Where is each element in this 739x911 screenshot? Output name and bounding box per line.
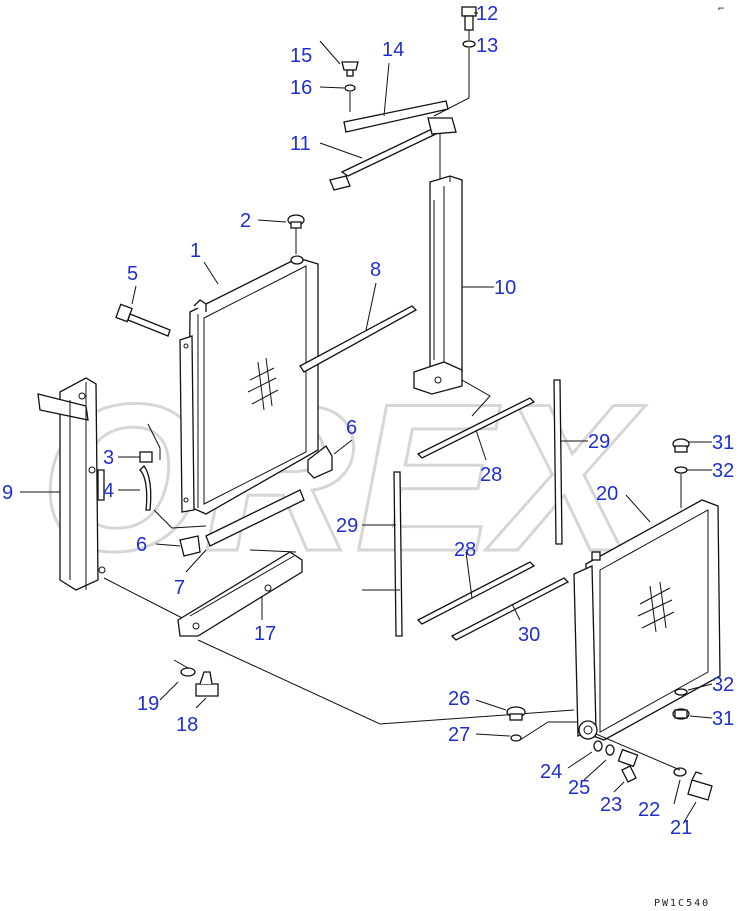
- callout-28-upper: 28: [480, 464, 502, 486]
- callout-11: 11: [290, 133, 311, 155]
- callout-25: 25: [568, 777, 590, 799]
- callout-32-top: 32: [712, 460, 734, 482]
- callout-12: 12: [476, 3, 498, 25]
- callout-16: 16: [290, 77, 312, 99]
- hose-4: [139, 465, 152, 511]
- bolt-21: [687, 771, 713, 801]
- callout-30: 30: [518, 624, 540, 646]
- callout-4: 4: [103, 480, 114, 502]
- clip-3: [139, 451, 153, 463]
- bolt-12: [461, 6, 477, 31]
- callout-7: 7: [174, 577, 185, 599]
- callout-18: 18: [176, 714, 198, 736]
- seal-8: [299, 305, 418, 373]
- plug-31-bottom: [672, 708, 690, 720]
- seal-30: [450, 577, 570, 641]
- radiator-1: [179, 255, 319, 515]
- seal-29-right: [553, 379, 563, 545]
- callout-6-upper: 6: [346, 417, 357, 439]
- o-ring-25: [605, 744, 615, 756]
- oil-cooler-20: [573, 499, 721, 741]
- callout-2: 2: [240, 210, 251, 232]
- o-ring-32-top: [674, 466, 688, 474]
- callout-28-lower: 28: [454, 539, 476, 561]
- support-10: [413, 175, 463, 395]
- bolt-5: [115, 303, 171, 337]
- o-ring-32-bottom: [674, 688, 688, 696]
- callout-26: 26: [448, 688, 470, 710]
- seal-6-upper: [307, 445, 333, 479]
- callout-17: 17: [254, 623, 276, 645]
- watermark-text: OREX: [40, 360, 646, 595]
- seal-29-left: [393, 471, 403, 637]
- callout-29-right: 29: [588, 431, 610, 453]
- o-ring-24: [593, 740, 603, 752]
- o-ring-27: [510, 734, 522, 742]
- callout-19: 19: [137, 693, 159, 715]
- callout-27: 27: [448, 724, 470, 746]
- plug-31-top: [672, 438, 690, 453]
- callout-22: 22: [638, 799, 660, 821]
- callout-10: 10: [494, 277, 516, 299]
- callout-9: 9: [2, 482, 13, 504]
- callout-3: 3: [103, 447, 114, 469]
- callout-14: 14: [382, 39, 404, 61]
- bracket-17: [177, 551, 303, 637]
- seal-7: [205, 489, 305, 547]
- bracket-11: [329, 117, 457, 191]
- callout-21: 21: [670, 817, 692, 839]
- callout-8: 8: [370, 259, 381, 281]
- callout-13: 13: [476, 35, 498, 57]
- callout-1: 1: [190, 240, 201, 262]
- callout-24: 24: [540, 761, 562, 783]
- elbow-23: [617, 748, 639, 783]
- callout-29-left: 29: [336, 515, 358, 537]
- stay-9: [37, 377, 106, 591]
- radiator-cap-2: [287, 214, 305, 229]
- callout-31-top: 31: [712, 432, 734, 454]
- plug-26: [506, 706, 526, 721]
- callout-31-bottom: 31: [712, 708, 734, 730]
- washer-13: [462, 40, 476, 48]
- callout-6-lower: 6: [136, 534, 147, 556]
- seal-28-lower: [416, 561, 536, 625]
- washer-16: [344, 84, 356, 92]
- seal-28-upper: [416, 397, 536, 459]
- callout-23: 23: [600, 794, 622, 816]
- callout-32-bottom: 32: [712, 674, 734, 696]
- washer-22: [673, 767, 687, 777]
- callout-5: 5: [127, 263, 138, 285]
- plate-14: [343, 100, 449, 133]
- seal-6-lower: [179, 535, 201, 557]
- drawing-code: PW1C540: [654, 898, 710, 909]
- callout-20: 20: [596, 483, 618, 505]
- wing-bolt-15: [341, 61, 359, 77]
- corner-mark: ⌐: [718, 4, 726, 15]
- washer-19: [180, 667, 196, 677]
- bolt-18: [195, 671, 219, 697]
- callout-15: 15: [290, 45, 312, 67]
